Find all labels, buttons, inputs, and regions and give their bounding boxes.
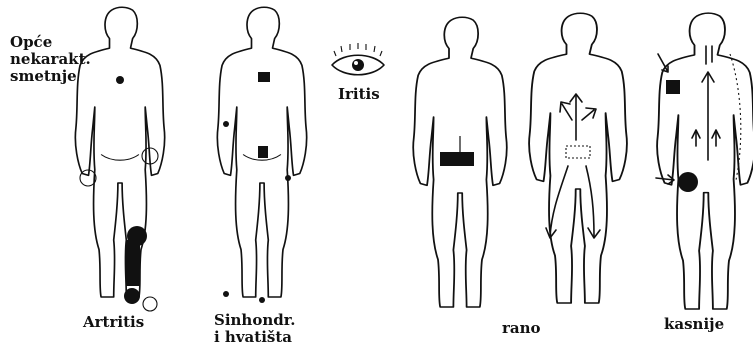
general-note: Opće nekarakt. smetnje xyxy=(10,34,91,85)
spread-arrows xyxy=(546,94,600,238)
eye-icon xyxy=(332,43,384,75)
caption-sinhondr-line-2: i hvatišta xyxy=(214,329,296,346)
general-note-line-2: nekarakt. xyxy=(10,51,91,68)
marker-ankle xyxy=(124,288,140,304)
caption-sinhondr-line-1: Sinhondr. xyxy=(214,312,296,329)
marker-foot xyxy=(143,297,157,311)
marker-sacroiliac xyxy=(440,152,474,166)
ascending-arrows xyxy=(692,46,720,160)
marker-symphysis xyxy=(258,146,268,158)
marker-heel-right xyxy=(259,297,265,303)
spine-dotted-line xyxy=(730,54,741,180)
figure-kasnije-back xyxy=(657,13,753,309)
marker-hip xyxy=(285,175,291,181)
marker-shin-band xyxy=(126,240,140,286)
marker-elbow xyxy=(223,121,229,127)
marker-heel-left xyxy=(223,291,229,297)
general-note-line-3: smetnje xyxy=(10,68,91,85)
marker-chest xyxy=(116,76,124,84)
general-note-line-1: Opće xyxy=(10,34,91,51)
marker-sternum xyxy=(258,72,270,82)
marker-buttock xyxy=(678,172,698,192)
caption-iritis: Iritis xyxy=(338,86,380,103)
caption-rano: rano xyxy=(502,320,541,337)
marker-shoulder xyxy=(666,80,680,94)
caption-sinhondr: Sinhondr. i hvatišta xyxy=(214,312,296,346)
caption-artritis: Artritis xyxy=(83,314,144,331)
marker-lumbar-grid xyxy=(566,146,590,158)
caption-kasnije: kasnije xyxy=(664,316,724,333)
